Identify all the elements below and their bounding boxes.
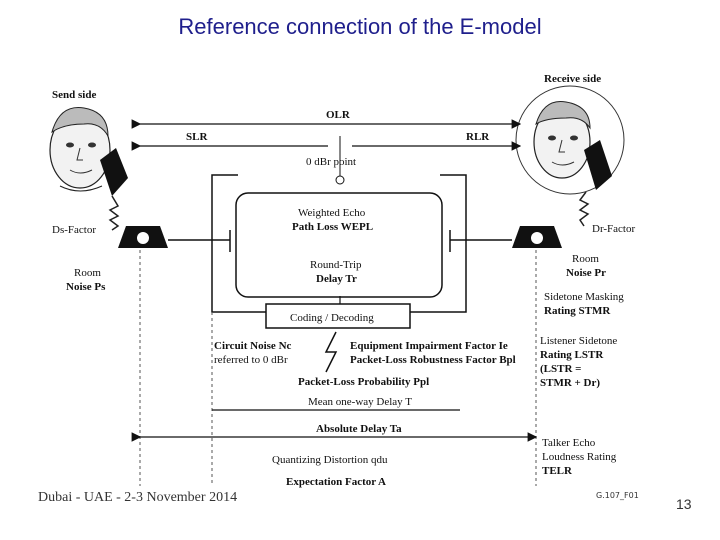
telr-line1: Talker Echo: [542, 437, 596, 449]
circuit-noise-line2: referred to 0 dBr: [214, 354, 288, 366]
olr-label: OLR: [326, 109, 351, 121]
lstr-line3: (LSTR =: [540, 363, 581, 375]
send-handset-icon: [100, 148, 128, 196]
zero-dbr-point-label: 0 dBr point: [306, 156, 356, 168]
stmr-line1: Sidetone Masking: [544, 291, 624, 303]
rtd-line1: Round-Trip: [310, 259, 362, 271]
page-number: 13: [676, 496, 692, 512]
room-noise-pr-line1: Room: [572, 253, 599, 265]
lstr-line4: STMR + Dr): [540, 377, 600, 389]
lstr-line2: Rating LSTR: [540, 349, 604, 361]
send-side-person-icon: [49, 107, 111, 192]
ie-line2: Packet-Loss Robustness Factor Bpl: [350, 354, 516, 366]
send-side-label: Send side: [52, 89, 96, 101]
receive-side-person-icon: [515, 85, 625, 195]
codec-label: Coding / Decoding: [290, 312, 374, 324]
rlr-label: RLR: [466, 131, 490, 143]
wepl-line2: Path Loss WEPL: [292, 221, 373, 233]
page-title: Reference connection of the E-model: [178, 14, 542, 39]
qdu-label: Quantizing Distortion qdu: [272, 454, 388, 466]
codec-box: [265, 303, 411, 329]
circuit-noise-line1: Circuit Noise Nc: [214, 340, 292, 352]
receive-handset-icon: [584, 140, 612, 190]
rtd-line2: Delay Tr: [316, 273, 357, 285]
telr-line3: TELR: [542, 465, 573, 477]
send-telephone-icon: [118, 226, 168, 248]
absolute-delay-label: Absolute Delay Ta: [316, 423, 402, 435]
receive-side-label: Receive side: [544, 73, 601, 85]
room-noise-ps-line2: Noise Ps: [66, 281, 106, 293]
slr-label: SLR: [186, 131, 208, 143]
footer-text: Dubai - UAE - 2-3 November 2014: [38, 490, 238, 505]
dr-factor-label: Dr-Factor: [592, 223, 635, 235]
receive-telephone-icon: [512, 226, 562, 248]
telr-line2: Loudness Rating: [542, 451, 617, 463]
stmr-line2: Rating STMR: [544, 305, 611, 317]
figure-id: G.107_F01: [596, 491, 639, 500]
lstr-line1: Listener Sidetone: [540, 335, 617, 347]
ppl-label: Packet-Loss Probability Ppl: [298, 376, 429, 388]
ds-factor-label: Ds-Factor: [52, 224, 96, 236]
mean-delay-label: Mean one-way Delay T: [308, 396, 412, 408]
ie-line1: Equipment Impairment Factor Ie: [350, 340, 508, 352]
expectation-factor-label: Expectation Factor A: [286, 476, 386, 488]
room-noise-ps-line1: Room: [74, 267, 101, 279]
wepl-line1: Weighted Echo: [298, 207, 366, 219]
room-noise-pr-line2: Noise Pr: [566, 267, 606, 279]
